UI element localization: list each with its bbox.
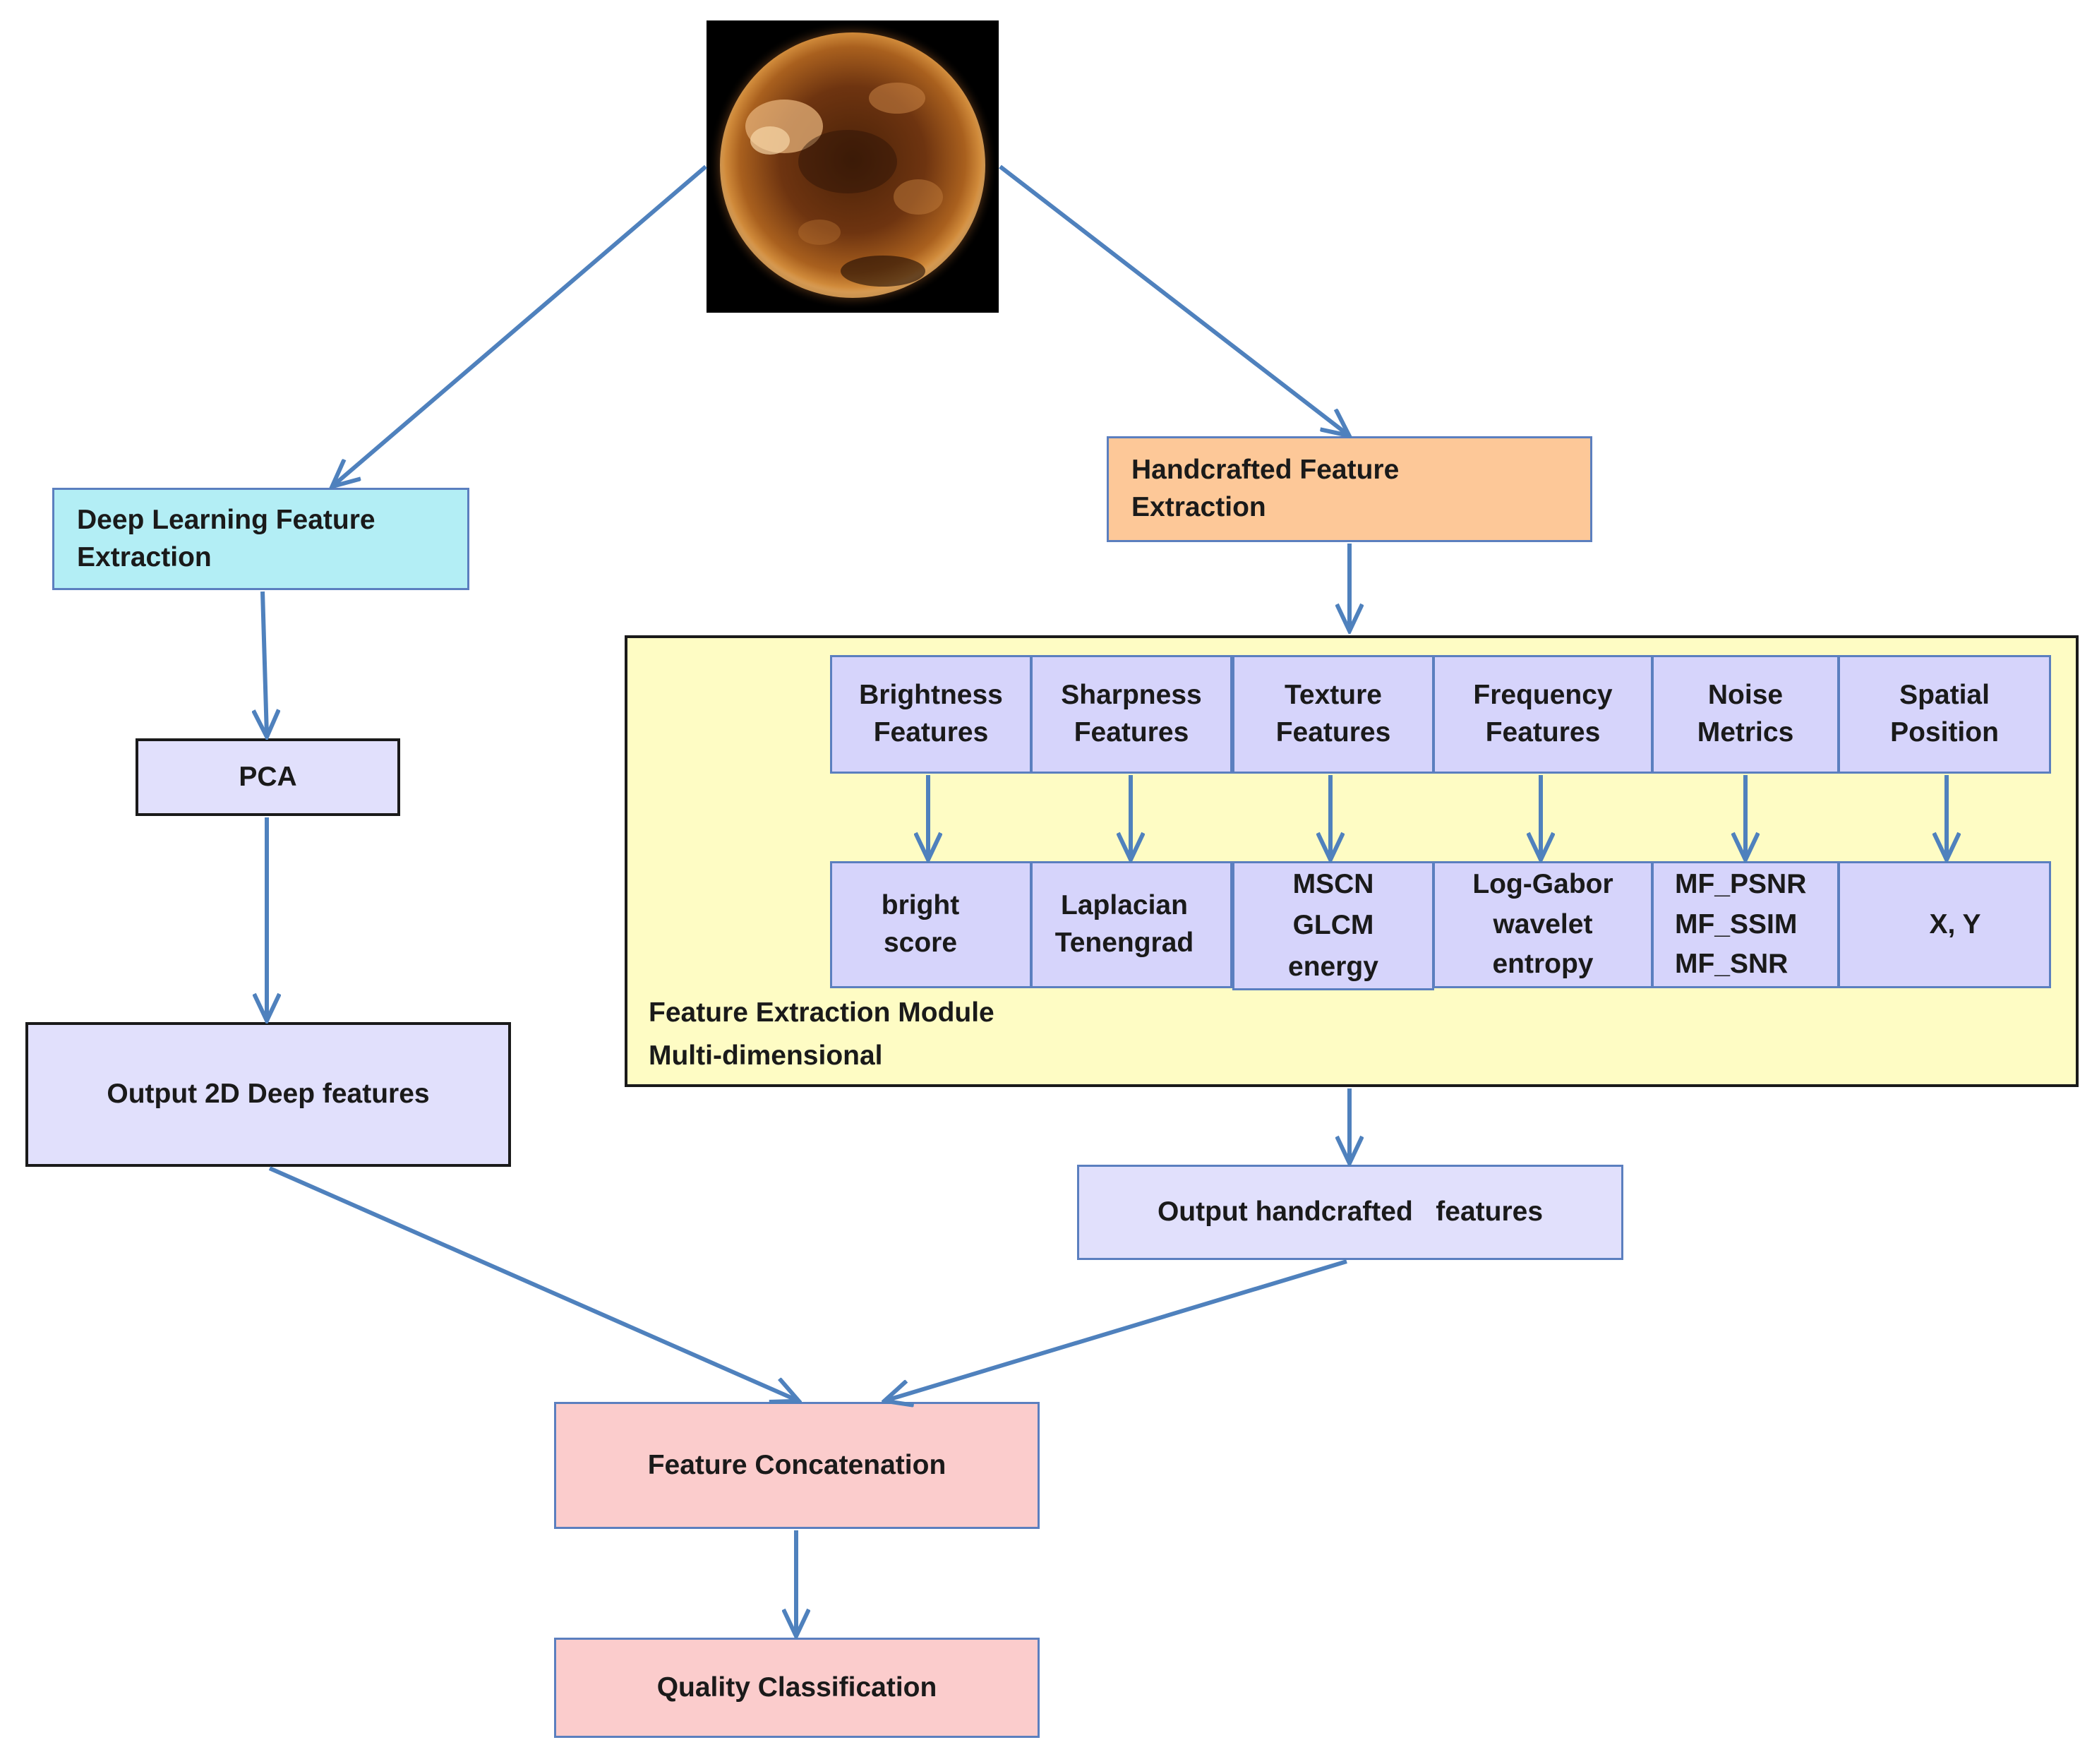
output-handcrafted-features-label: Output handcrafted features: [1157, 1196, 1544, 1228]
metric-label: MF_PSNR MF_SSIM MF_SNR: [1675, 869, 1807, 980]
output-deep-features-label: Output 2D Deep features: [107, 1079, 430, 1110]
metric-label: MSCN GLCM energy: [1288, 868, 1378, 982]
metric-spatial: X, Y: [1838, 861, 2051, 988]
handcrafted-feature-extraction-box: Handcrafted Feature Extraction: [1107, 436, 1592, 542]
category-brightness: Brightness Features: [830, 655, 1032, 774]
category-sharpness: Sharpness Features: [1030, 655, 1232, 774]
category-texture: Texture Features: [1232, 655, 1434, 774]
metric-texture: MSCN GLCM energy: [1232, 861, 1434, 990]
category-frequency: Frequency Features: [1433, 655, 1653, 774]
metric-label: X, Y: [1929, 908, 1981, 940]
module-label: Feature Extraction Module Multi-dimensio…: [649, 997, 994, 1071]
pca-box: PCA: [136, 738, 400, 816]
feature-concatenation-label: Feature Concatenation: [647, 1449, 946, 1480]
metric-noise: MF_PSNR MF_SSIM MF_SNR: [1652, 861, 1839, 988]
metric-label: Laplacian Tenengrad: [1054, 890, 1194, 958]
category-noise: Noise Metrics: [1652, 655, 1839, 774]
arrow-handcrafted-output-to-concat: [886, 1259, 1347, 1400]
arrow-deep-output-to-concat: [268, 1166, 798, 1400]
metric-label: Log-Gabor wavelet entropy: [1472, 869, 1613, 980]
arrow-image-to-deep: [333, 164, 707, 486]
category-label: Frequency Features: [1473, 680, 1613, 748]
arrow-image-to-handcrafted: [999, 164, 1348, 435]
sun-icon: [708, 20, 997, 310]
deep-learning-title: Deep Learning Feature Extraction: [77, 504, 375, 572]
pca-label: PCA: [239, 761, 297, 792]
deep-learning-feature-extraction-box: Deep Learning Feature Extraction: [52, 488, 469, 590]
category-label: Brightness Features: [859, 680, 1003, 748]
arrow-deep-to-pca: [263, 591, 267, 736]
quality-classification-label: Quality Classification: [656, 1672, 937, 1703]
metric-frequency: Log-Gabor wavelet entropy: [1433, 861, 1653, 988]
metric-label: bright score: [881, 890, 960, 958]
category-label: Texture Features: [1275, 680, 1391, 748]
category-label: Noise Metrics: [1697, 680, 1794, 748]
solar-disk-image: [707, 20, 999, 313]
feature-concatenation-box: Feature Concatenation: [554, 1402, 1040, 1529]
output-handcrafted-features-box: Output handcrafted features: [1077, 1165, 1623, 1260]
category-label: Spatial Position: [1890, 680, 1999, 748]
category-spatial: Spatial Position: [1838, 655, 2051, 774]
metric-brightness: bright score: [830, 861, 1032, 988]
category-label: Sharpness Features: [1061, 680, 1202, 748]
handcrafted-title: Handcrafted Feature Extraction: [1131, 455, 1400, 522]
quality-classification-box: Quality Classification: [554, 1638, 1040, 1738]
output-deep-features-box: Output 2D Deep features: [25, 1022, 511, 1167]
metric-sharpness: Laplacian Tenengrad: [1030, 861, 1232, 988]
